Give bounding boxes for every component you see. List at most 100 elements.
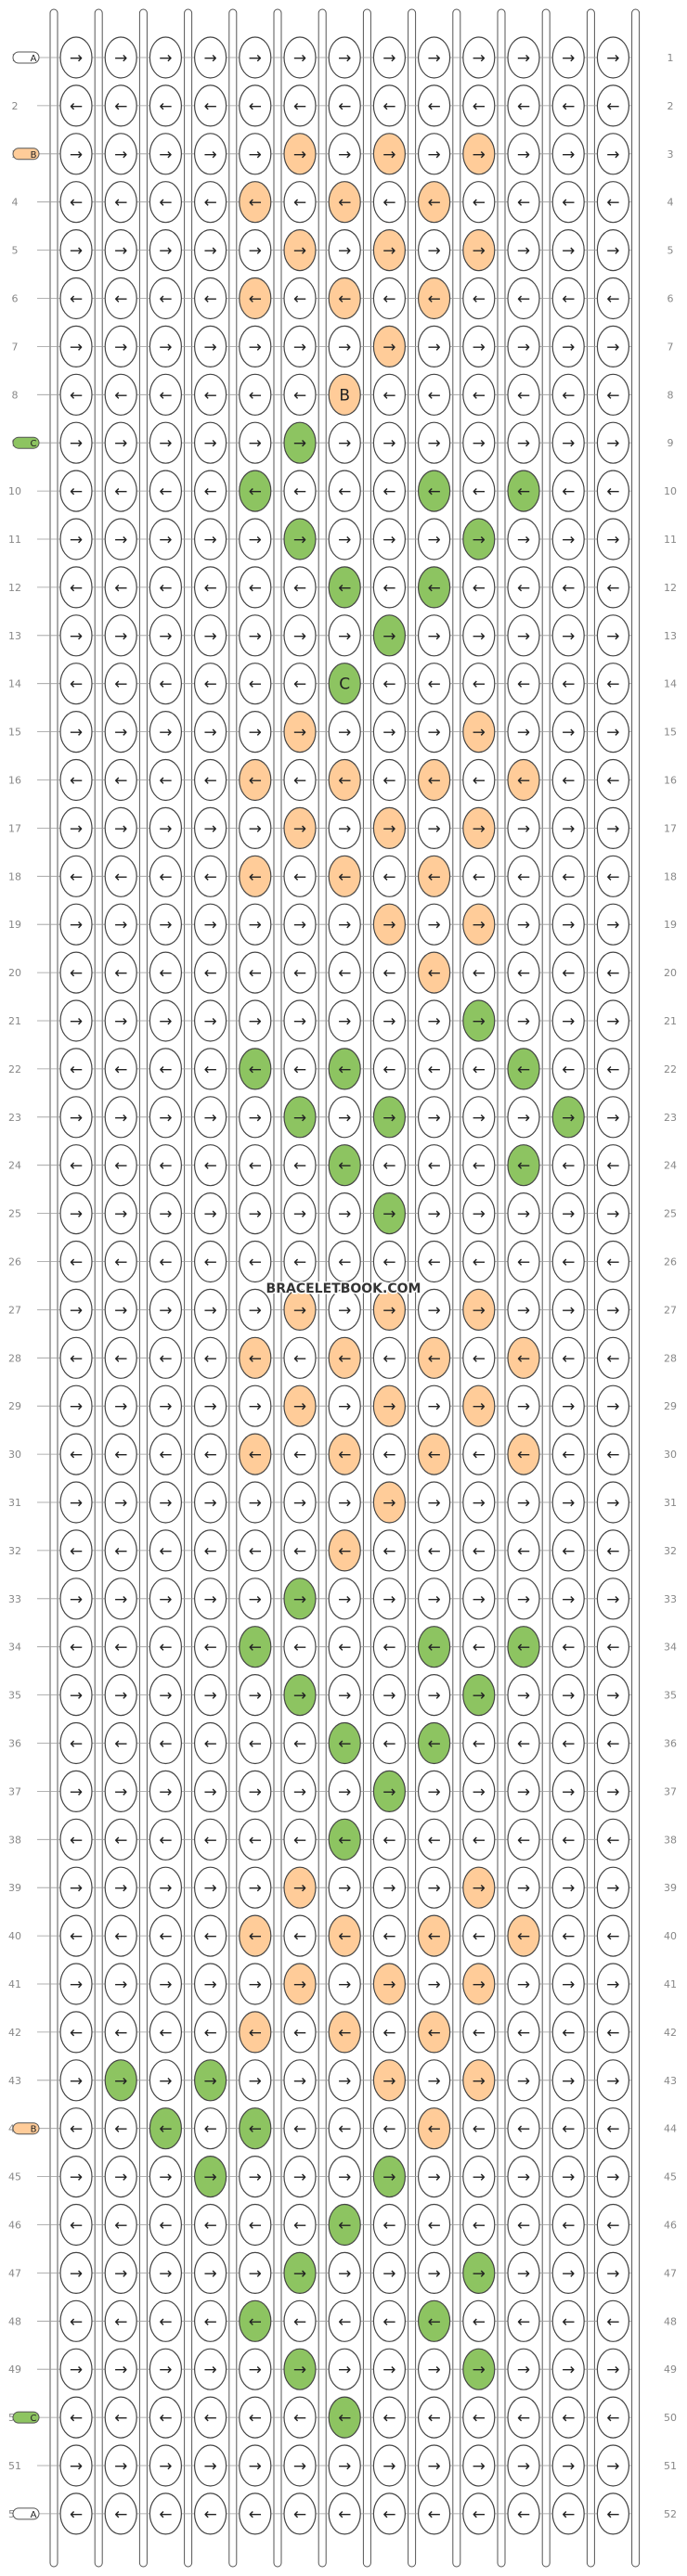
knot-arrow: ← (562, 964, 575, 983)
end-string (12, 2507, 40, 2520)
knot-arrow: ← (293, 194, 306, 213)
row-number-right: 17 (664, 822, 677, 834)
knot-arrow: → (114, 146, 127, 164)
row-number-right: 41 (664, 1978, 677, 1990)
knot-arrow: ← (249, 386, 262, 405)
knot (507, 1481, 540, 1524)
row-number-left: 46 (8, 2220, 21, 2232)
knot (239, 36, 272, 79)
knot (194, 2299, 227, 2342)
knot (551, 1578, 585, 1620)
knot (283, 2156, 317, 2198)
knot (551, 855, 585, 897)
knot-arrow: ← (114, 1542, 127, 1561)
knot-arrow: ← (562, 676, 575, 694)
knot (418, 1963, 451, 2005)
row-number-left: 28 (8, 1352, 21, 1364)
knot (372, 1336, 406, 1379)
knot (239, 951, 272, 994)
knot (328, 133, 361, 175)
knot (59, 1721, 93, 1765)
knot-arrow: → (70, 1591, 83, 1609)
knot (551, 1481, 585, 1524)
knot (104, 1626, 137, 1668)
knot (328, 1048, 361, 1090)
knot-arrow: ← (606, 964, 619, 983)
knot (239, 1096, 272, 1139)
knot-arrow: ← (517, 1927, 530, 1946)
knot-arrow: → (293, 434, 306, 453)
knot (551, 663, 585, 705)
knot (596, 710, 630, 753)
knot (59, 2396, 93, 2439)
knot-arrow: ← (293, 1831, 306, 1849)
knot-arrow: ← (338, 194, 351, 213)
knot-arrow: → (382, 1397, 395, 1416)
row-number-left: 25 (8, 1208, 21, 1220)
knot (551, 999, 585, 1042)
knot (328, 1096, 361, 1139)
knot-arrow: ← (114, 1349, 127, 1368)
knot (507, 1336, 540, 1379)
knot (596, 133, 630, 175)
knot (596, 470, 630, 512)
knot (194, 2396, 227, 2439)
knot-arrow: ← (606, 1254, 619, 1272)
knot-arrow: → (382, 434, 395, 453)
knot (104, 1914, 137, 1957)
knot (239, 1433, 272, 1475)
knot-arrow: ← (517, 2217, 530, 2235)
knot (239, 1288, 272, 1332)
knot-arrow: → (338, 1301, 351, 1320)
knot (328, 2156, 361, 2198)
knot (507, 566, 540, 609)
knot (59, 2251, 93, 2294)
knot-arrow: ← (427, 772, 440, 791)
vertical-string (318, 8, 327, 2568)
knot (462, 229, 496, 272)
knot (551, 421, 585, 464)
knot-arrow: → (70, 242, 83, 261)
knot (283, 663, 317, 705)
knot-arrow: ← (203, 1927, 216, 1946)
vertical-string (94, 8, 103, 2568)
knot (59, 1866, 93, 1909)
knot-arrow: ← (159, 386, 172, 405)
knot (194, 1673, 227, 1717)
knot-arrow: ← (427, 676, 440, 694)
knot (328, 1770, 361, 1813)
knot (418, 758, 451, 802)
knot (149, 2251, 182, 2294)
knot (596, 36, 630, 79)
knot-arrow: → (70, 1494, 83, 1513)
knot (149, 855, 182, 897)
row-number-right: 32 (664, 1545, 677, 1557)
knot (149, 951, 182, 994)
vertical-string (631, 8, 641, 2568)
knot (239, 999, 272, 1042)
knot-arrow: → (114, 627, 127, 646)
knot-arrow: → (293, 724, 306, 742)
knot-arrow: ← (382, 1831, 395, 1849)
knot-arrow: ← (606, 2409, 619, 2428)
knot-arrow: ← (562, 386, 575, 405)
knot-arrow: ← (382, 1735, 395, 1754)
knot (283, 229, 317, 272)
knot-arrow: → (606, 2457, 619, 2476)
knot-arrow: ← (427, 1542, 440, 1561)
knot (283, 1914, 317, 1957)
row-number-left: 49 (8, 2363, 21, 2376)
knot-arrow: ← (606, 290, 619, 309)
knot-arrow: → (606, 531, 619, 549)
knot-arrow: ← (606, 2120, 619, 2139)
knot-arrow: ← (159, 1542, 172, 1561)
knot (596, 1529, 630, 1572)
knot-arrow: ← (293, 964, 306, 983)
knot (328, 421, 361, 464)
knot (328, 277, 361, 320)
knot-arrow: ← (606, 1446, 619, 1464)
knot-arrow: → (427, 916, 440, 934)
knot (372, 1481, 406, 1524)
knot-arrow: ← (70, 1446, 83, 1464)
knot (194, 614, 227, 657)
